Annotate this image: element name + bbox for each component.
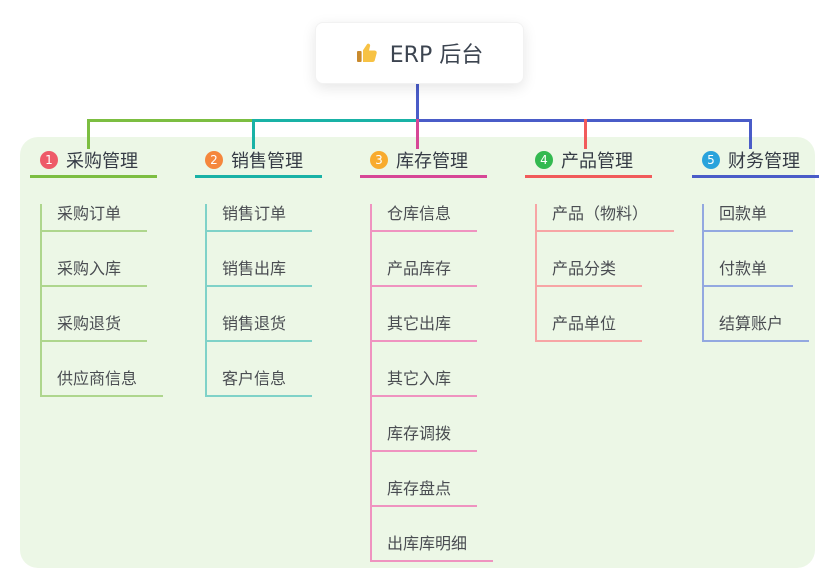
- branch-drop-inventory: [416, 119, 419, 149]
- mindmap-child-node[interactable]: 客户信息: [207, 369, 313, 397]
- branch-number-badge: 3: [370, 151, 388, 169]
- thumbs-up-icon: [356, 41, 380, 65]
- mindmap-child-node[interactable]: 付款单: [704, 259, 794, 287]
- trunk-segment-sales: [254, 119, 418, 122]
- branch-number-badge: 2: [205, 151, 223, 169]
- mindmap-background-panel: [20, 137, 815, 568]
- mindmap-child-node[interactable]: 其它出库: [372, 314, 478, 342]
- branch-label: 产品管理: [561, 151, 633, 172]
- mindmap-child-node[interactable]: 其它入库: [372, 369, 478, 397]
- mindmap-branch-1: 1 采购管理 采购订单采购入库采购退货供应商信息: [30, 148, 164, 397]
- mindmap-child-node[interactable]: 产品分类: [537, 259, 643, 287]
- mindmap-child-node[interactable]: 采购退货: [42, 314, 148, 342]
- mindmap-branch-2: 2 销售管理 销售订单销售出库销售退货客户信息: [195, 148, 322, 397]
- mindmap-child-node[interactable]: 供应商信息: [42, 369, 164, 397]
- branch-label: 库存管理: [396, 151, 468, 172]
- mindmap-child-node[interactable]: 产品单位: [537, 314, 643, 342]
- mindmap-child-node[interactable]: 库存盘点: [372, 479, 478, 507]
- branch-children-group: 采购订单采购入库采购退货供应商信息: [40, 204, 164, 397]
- branch-number-badge: 4: [535, 151, 553, 169]
- mindmap-child-node[interactable]: 产品库存: [372, 259, 478, 287]
- mindmap-child-node[interactable]: 采购入库: [42, 259, 148, 287]
- root-connector-vertical: [416, 82, 419, 120]
- branch-header-node[interactable]: 4 产品管理: [525, 148, 652, 178]
- branch-number-badge: 5: [702, 151, 720, 169]
- root-node[interactable]: ERP 后台: [315, 22, 524, 84]
- branch-drop-sales: [252, 119, 255, 149]
- branch-label: 采购管理: [66, 151, 138, 172]
- mindmap-child-node[interactable]: 回款单: [704, 204, 794, 232]
- branch-drop-purchase: [87, 119, 90, 149]
- branch-header-node[interactable]: 3 库存管理: [360, 148, 487, 178]
- root-node-label: ERP 后台: [389, 43, 484, 68]
- mindmap-child-node[interactable]: 销售退货: [207, 314, 313, 342]
- mindmap-branch-3: 3 库存管理 仓库信息产品库存其它出库其它入库库存调拨库存盘点出库库明细: [360, 148, 494, 562]
- mindmap-child-node[interactable]: 库存调拨: [372, 424, 478, 452]
- branch-children-group: 仓库信息产品库存其它出库其它入库库存调拨库存盘点出库库明细: [370, 204, 494, 562]
- branch-children-group: 产品（物料） 产品分类产品单位: [535, 204, 675, 342]
- branch-number-badge: 1: [40, 151, 58, 169]
- branch-label: 财务管理: [728, 151, 800, 172]
- trunk-segment-purchase: [87, 119, 255, 122]
- mindmap-child-node[interactable]: 销售订单: [207, 204, 313, 232]
- mindmap-child-node[interactable]: 仓库信息: [372, 204, 478, 232]
- branch-label: 销售管理: [231, 151, 303, 172]
- mindmap-child-node[interactable]: 采购订单: [42, 204, 148, 232]
- mindmap-child-node[interactable]: 出库库明细: [372, 534, 494, 562]
- branch-drop-product: [584, 119, 587, 149]
- branch-header-node[interactable]: 5 财务管理: [692, 148, 819, 178]
- mindmap-child-node[interactable]: 销售出库: [207, 259, 313, 287]
- branch-drop-finance: [749, 119, 752, 149]
- branch-children-group: 回款单付款单结算账户: [702, 204, 810, 342]
- mindmap-branch-5: 5 财务管理 回款单付款单结算账户: [692, 148, 819, 342]
- mindmap-child-node[interactable]: 结算账户: [704, 314, 810, 342]
- mindmap-child-node[interactable]: 产品（物料）: [537, 204, 675, 232]
- mindmap-branch-4: 4 产品管理 产品（物料） 产品分类产品单位: [525, 148, 675, 342]
- branch-children-group: 销售订单销售出库销售退货客户信息: [205, 204, 313, 397]
- branch-header-node[interactable]: 1 采购管理: [30, 148, 157, 178]
- branch-header-node[interactable]: 2 销售管理: [195, 148, 322, 178]
